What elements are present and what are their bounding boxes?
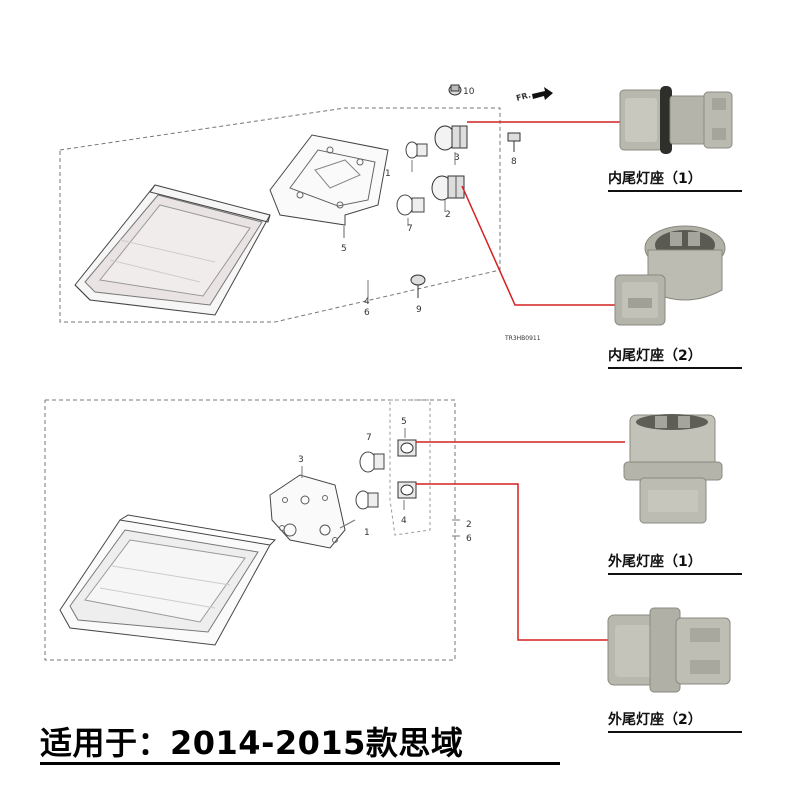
connector-line-outer-2 [416, 483, 610, 641]
part-number: 4 [401, 516, 407, 526]
socket-label-underline [608, 367, 742, 369]
part-number: 2 [466, 520, 472, 530]
part-number: 1 [364, 528, 370, 538]
compatibility-footer: 适用于：2014-2015款思域 [40, 724, 464, 762]
front-arrow-icon [532, 87, 553, 100]
socket-label-underline [608, 190, 742, 192]
upper-gasket [269, 134, 389, 238]
part-number: 10 [463, 87, 475, 97]
upper-part-numbers: 10 3 8 1 2 7 5 4 6 9 FR. TR3HB0911 [341, 87, 541, 342]
socket-photo-outer-2 [607, 607, 731, 693]
part-number: 1 [385, 169, 391, 179]
socket-label-inner-1: 内尾灯座（1） [608, 171, 702, 187]
part-number: 7 [407, 224, 413, 234]
lower-exploded-diagram [44, 399, 460, 661]
part-number: 3 [454, 153, 460, 163]
socket-label-outer-2: 外尾灯座（2） [608, 712, 702, 728]
lower-socket-4 [397, 481, 417, 499]
lower-part-numbers: 5 7 3 4 1 2 6 [298, 417, 472, 544]
lower-bulb-1 [355, 490, 379, 510]
part-number: 6 [466, 534, 472, 544]
connector-line-inner-2 [461, 185, 620, 306]
socket-photo-outer-1 [623, 414, 723, 524]
front-label: FR. [515, 90, 532, 103]
upper-clip-8 [507, 132, 521, 152]
part-number: 8 [511, 157, 517, 167]
upper-socket-2 [431, 175, 465, 201]
lower-lamp-housing [59, 514, 277, 646]
upper-lamp-housing [74, 184, 271, 316]
lower-socket-5 [397, 439, 417, 457]
diagram-code: TR3HB0911 [504, 335, 541, 342]
lower-gasket [269, 474, 346, 549]
socket-photo-inner-2 [614, 225, 726, 326]
footer-underline [40, 762, 560, 765]
part-number: 5 [341, 244, 347, 254]
part-number: 7 [366, 433, 372, 443]
upper-nut-10 [448, 84, 462, 96]
part-number: 3 [298, 455, 304, 465]
upper-socket-3 [434, 125, 468, 151]
socket-photo-inner-1 [619, 86, 733, 154]
upper-bulb-1 [405, 141, 428, 159]
part-number: 9 [416, 305, 422, 315]
upper-clip-9 [410, 274, 426, 298]
connector-lines [416, 121, 625, 641]
part-number: 5 [401, 417, 407, 427]
upper-bulb-7 [396, 194, 425, 216]
lower-bulb-7 [359, 451, 385, 473]
upper-exploded-diagram [59, 84, 553, 323]
socket-label-underline [608, 731, 742, 733]
part-number: 4 [364, 297, 370, 307]
socket-label-outer-1: 外尾灯座（1） [608, 554, 702, 570]
socket-label-inner-2: 内尾灯座（2） [608, 348, 702, 364]
part-number: 2 [445, 210, 451, 220]
part-number: 6 [364, 308, 370, 318]
socket-label-underline [608, 573, 742, 575]
